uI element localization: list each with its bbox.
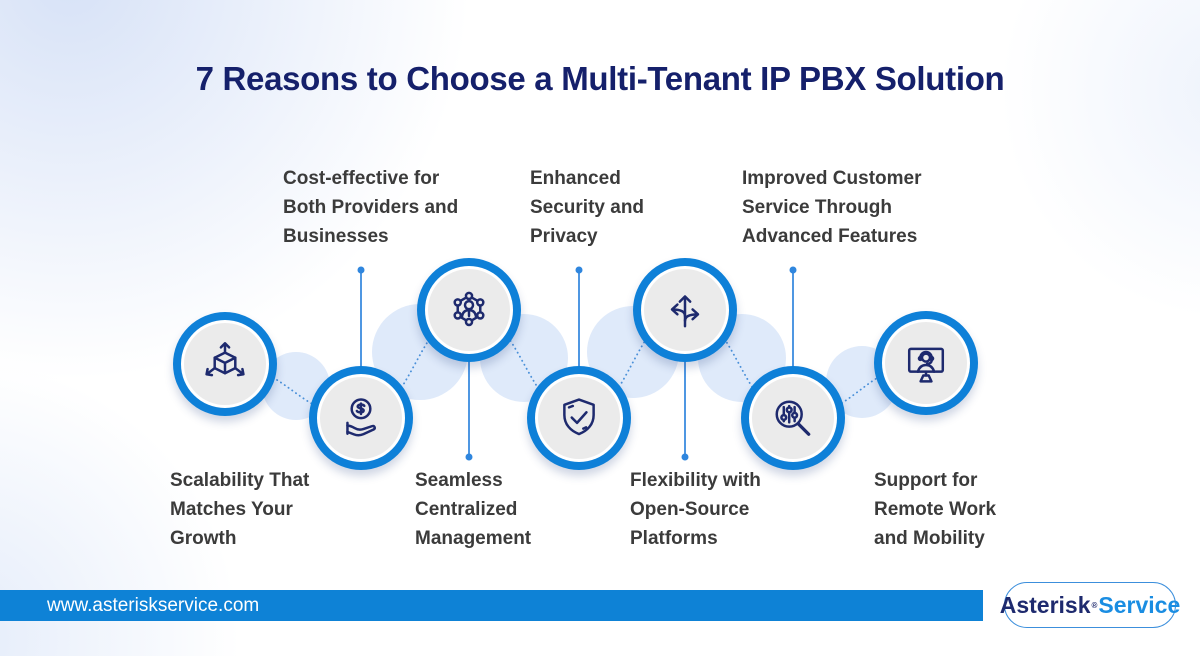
registered-mark: ® (1091, 600, 1098, 610)
circle-inner (885, 322, 967, 404)
label-line: Improved Customer (742, 168, 922, 189)
reason-label-scalability: Scalability That Matches Your Growth (170, 466, 309, 553)
connector-dot (789, 266, 797, 274)
label-line: Platforms (630, 528, 718, 549)
reason-label-advanced-features: Improved Customer Service Through Advanc… (742, 164, 921, 251)
label-line: Advanced Features (742, 226, 918, 247)
label-line: Service Through (742, 197, 892, 218)
circle-ring (749, 374, 837, 462)
reason-label-remote-support: Support for Remote Work and Mobility (874, 466, 996, 553)
connector-line (684, 346, 686, 456)
circle-inner (538, 377, 620, 459)
label-line: Open-Source (630, 499, 750, 520)
support-agent-icon (907, 347, 945, 383)
label-line: Security and (530, 197, 645, 218)
circle-inner (320, 377, 402, 459)
infographic-title: 7 Reasons to Choose a Multi-Tenant IP PB… (195, 60, 1005, 97)
label-line: Centralized (415, 499, 518, 520)
reason-label-flexibility: Flexibility with Open-Source Platforms (630, 466, 761, 553)
connector-dot (575, 266, 583, 274)
label-line: Both Providers and (283, 197, 459, 218)
logo-text-asterisk: Asterisk (999, 591, 1091, 618)
label-line: Privacy (530, 226, 598, 247)
reason-label-centralized-management: Seamless Centralized Management (415, 466, 531, 553)
circle-ring (181, 320, 269, 408)
label-line: and Mobility (874, 528, 985, 549)
label-line: Cost-effective for (283, 168, 440, 189)
label-line: Scalability That (170, 470, 310, 491)
reason-circle-flexibility (633, 258, 737, 362)
network-user-icon (453, 291, 485, 327)
connector-line (360, 272, 362, 381)
three-way-arrows-icon (670, 295, 700, 328)
label-line: Businesses (283, 226, 389, 247)
label-line: Management (415, 528, 532, 549)
footer-bar: www.asteriskservice.com (0, 590, 983, 621)
reason-circle-cost-effective (309, 366, 413, 470)
shield-check-icon (563, 398, 595, 436)
circle-ring (317, 374, 405, 462)
label-line: Flexibility with (630, 470, 761, 491)
reason-circle-security (527, 366, 631, 470)
magnifier-sliders-icon (775, 400, 811, 436)
reason-circle-scalability (173, 312, 277, 416)
reason-label-cost-effective: Cost-effective for Both Providers and Bu… (283, 164, 458, 251)
circle-ring (641, 266, 729, 354)
reason-label-security: Enhanced Security and Privacy (530, 164, 644, 251)
label-line: Remote Work (874, 499, 997, 520)
connector-dot (357, 266, 365, 274)
cube-arrows-icon (205, 342, 245, 377)
circle-inner (428, 269, 510, 351)
reason-circle-remote-support (874, 311, 978, 415)
connector-line (792, 272, 794, 381)
reason-circle-advanced-features (741, 366, 845, 470)
hand-dollar-icon (346, 398, 376, 437)
label-line: Seamless (415, 470, 503, 491)
connector-line (578, 272, 580, 381)
circle-inner (644, 269, 726, 351)
connector-dot (681, 453, 689, 461)
logo-badge: Asterisk®Service (1000, 582, 1180, 628)
label-line: Support for (874, 470, 978, 491)
reason-circle-centralized-management (417, 258, 521, 362)
connector-line (468, 346, 470, 456)
circle-inner (184, 323, 266, 405)
logo-text-service: Service (1098, 591, 1181, 618)
circle-ring (882, 319, 970, 407)
website-url: www.asteriskservice.com (47, 594, 260, 616)
label-line: Matches Your (170, 499, 293, 520)
circle-ring (535, 374, 623, 462)
label-line: Enhanced (530, 168, 621, 189)
connector-dot (465, 453, 473, 461)
circle-inner (752, 377, 834, 459)
circle-ring (425, 266, 513, 354)
label-line: Growth (170, 528, 237, 549)
